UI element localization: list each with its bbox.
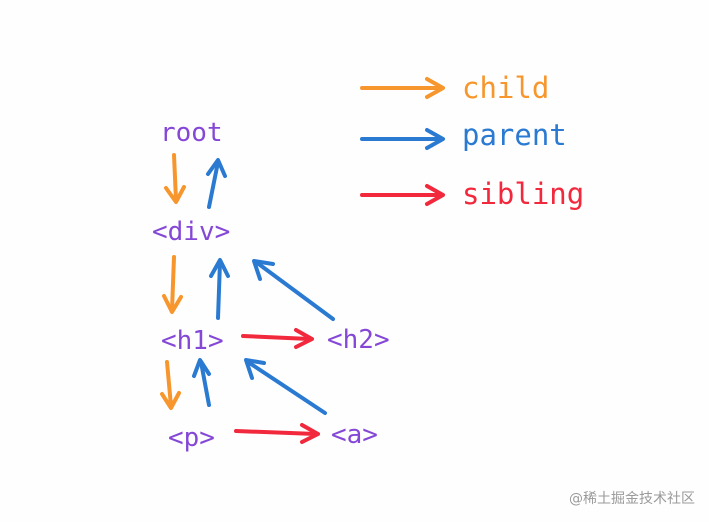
- node-h1: <h1>: [161, 326, 224, 356]
- child-arrow-h1-p: [160, 360, 181, 410]
- node-p: <p>: [168, 423, 215, 453]
- child-arrow-div-h1: [162, 255, 183, 314]
- legend-child-label: child: [462, 71, 549, 105]
- sibling-arrow-p-a: [234, 423, 320, 444]
- legend-sibling-label: sibling: [462, 177, 584, 211]
- node-root: root: [160, 118, 223, 148]
- node-a: <a>: [331, 420, 378, 450]
- child-arrow-root-div: [164, 153, 186, 204]
- parent-arrow-h1-div: [209, 258, 230, 320]
- legend: child parent sibling: [360, 71, 584, 211]
- parent-arrow-div-root: [206, 158, 227, 209]
- legend-sibling-arrow: [360, 184, 445, 206]
- node-div: <div>: [152, 217, 230, 247]
- legend-parent-label: parent: [462, 118, 567, 152]
- node-h2: <h2>: [327, 325, 390, 355]
- legend-parent-arrow: [360, 128, 445, 150]
- parent-arrow-p-h1: [192, 358, 211, 407]
- parent-arrow-h2-div: [252, 259, 335, 321]
- watermark: @稀土掘金技术社区: [569, 491, 695, 507]
- parent-arrow-a-h1: [244, 358, 327, 415]
- sibling-arrow-h1-h2: [241, 328, 314, 349]
- legend-child-arrow: [360, 77, 445, 99]
